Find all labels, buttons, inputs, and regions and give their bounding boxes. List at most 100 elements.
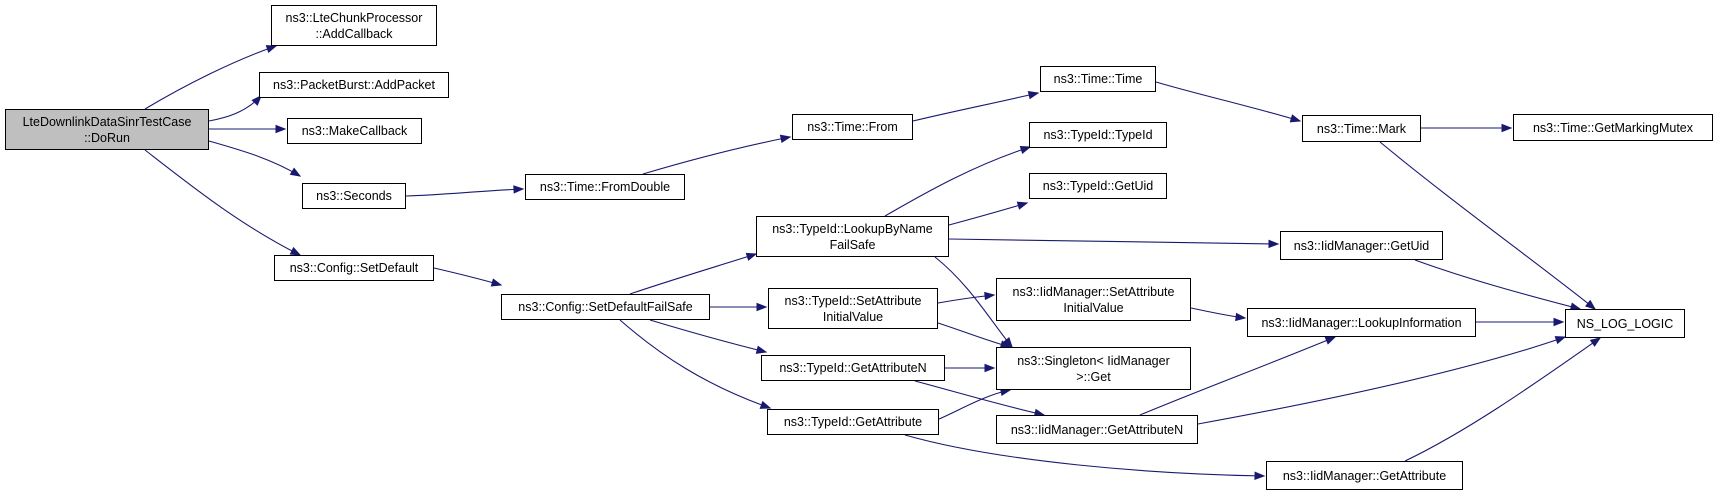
edge-arrowhead-iidgetattrn-to-lookupinfo xyxy=(1324,336,1337,345)
node-lookupbyname-line-1: ns3::TypeId::LookupByName xyxy=(772,221,933,236)
node-getattr-line-1: ns3::TypeId::GetAttribute xyxy=(783,415,923,429)
node-iidgetuid-line-1: ns3::IidManager::GetUid xyxy=(1293,238,1430,253)
node-getuid[interactable]: ns3::TypeId::GetUid xyxy=(1029,173,1167,199)
node-iidgetattr-line-1: ns3::IidManager::GetAttribute xyxy=(1282,468,1447,483)
node-mark[interactable]: ns3::Time::Mark xyxy=(1302,115,1421,142)
node-makecallback[interactable]: ns3::MakeCallback xyxy=(287,118,422,144)
node-setdefault[interactable]: ns3::Config::SetDefault xyxy=(274,255,434,281)
node-addpacket[interactable]: ns3::PacketBurst::AddPacket xyxy=(259,72,449,98)
edge-line-lookupbyname-to-iidgetuid xyxy=(948,238,1279,245)
node-setattrinit-line-1: ns3::TypeId::SetAttribute xyxy=(784,293,922,308)
node-markingmutex[interactable]: ns3::Time::GetMarkingMutex xyxy=(1513,114,1713,141)
edge-line-setdefaultfs-to-getattrn xyxy=(649,319,767,353)
node-addpacket-line-1: ns3::PacketBurst::AddPacket xyxy=(273,78,435,92)
edge-line-getattrn-to-iidgetattrn xyxy=(914,380,1045,416)
node-setattrinit[interactable]: ns3::TypeId::SetAttribute InitialValue xyxy=(768,288,938,329)
edge-arrowhead-root-to-setdefault xyxy=(289,246,302,256)
edge-line-setdefault-to-setdefaultfs xyxy=(433,267,502,286)
edge-arrowhead-getattrn-to-singleton xyxy=(984,363,996,373)
edge-line-setdefaultfs-to-lookupbyname xyxy=(629,253,757,295)
edge-line-lookupbyname-to-getuid xyxy=(948,202,1028,226)
node-root: LteDownlinkDataSinrTestCase ::DoRun xyxy=(5,109,209,150)
edge-arrowhead-time-to-mark xyxy=(1289,114,1302,123)
node-addcallback-line-1: ns3::LteChunkProcessor xyxy=(285,10,423,25)
node-nslog[interactable]: NS_LOG_LOGIC xyxy=(1565,309,1685,338)
node-setdefaultfs[interactable]: ns3::Config::SetDefaultFailSafe xyxy=(501,294,710,320)
edge-line-iidgetattrn-to-nslog xyxy=(1197,336,1566,425)
edge-seconds-to-fromdouble xyxy=(405,185,525,197)
node-fromdouble-line-1: ns3::Time::FromDouble xyxy=(539,180,671,194)
edge-arrowhead-setdefaultfs-to-setattrinit xyxy=(756,302,768,312)
edge-lookupbyname-to-typeid xyxy=(884,145,1032,217)
edge-iidgetattrn-to-lookupinfo xyxy=(1139,336,1337,416)
edge-fromdouble-to-from xyxy=(642,134,792,175)
edge-arrowhead-setdefaultfs-to-getattrn xyxy=(755,345,768,354)
node-typeid-line-1: ns3::TypeId::TypeId xyxy=(1043,128,1153,142)
node-root-line-1: LteDownlinkDataSinrTestCase xyxy=(22,114,192,129)
edge-from-to-time xyxy=(912,90,1040,122)
edge-setdefault-to-setdefaultfs xyxy=(433,267,503,287)
edge-line-root-to-addcallback xyxy=(144,45,277,110)
node-iidgetattrn[interactable]: ns3::IidManager::GetAttributeN xyxy=(996,415,1198,444)
edge-setattrinit-to-iidsetattr xyxy=(937,291,996,304)
node-typeid[interactable]: ns3::TypeId::TypeId xyxy=(1029,122,1167,148)
edge-arrowhead-setdefault-to-setdefaultfs xyxy=(490,278,503,287)
node-mark-line-1: ns3::Time::Mark xyxy=(1316,121,1407,136)
edge-line-fromdouble-to-from xyxy=(642,136,791,175)
node-root-line-2: ::DoRun xyxy=(84,130,130,145)
edge-iidgetuid-to-nslog xyxy=(1414,259,1582,311)
node-iidsetattr-line-2: InitialValue xyxy=(1063,300,1124,315)
edge-arrowhead-lookupbyname-to-typeid xyxy=(1019,145,1032,154)
edge-lookupbyname-to-getuid xyxy=(948,201,1029,226)
node-time[interactable]: ns3::Time::Time xyxy=(1040,66,1156,92)
node-addcallback-line-2: ::AddCallback xyxy=(315,26,393,41)
node-setattrinit-line-2: InitialValue xyxy=(822,309,884,324)
edge-arrowhead-iidgetattr-to-nslog xyxy=(1589,337,1602,347)
edge-line-lookupbyname-to-typeid xyxy=(884,146,1031,217)
node-time-line-1: ns3::Time::Time xyxy=(1053,72,1143,86)
edge-arrowhead-getattr-to-iidgetattr xyxy=(1254,471,1266,481)
node-singleton-line-1: ns3::Singleton< IidManager xyxy=(1017,353,1170,368)
node-fromdouble[interactable]: ns3::Time::FromDouble xyxy=(525,174,685,200)
edge-setdefaultfs-to-lookupbyname xyxy=(629,252,758,295)
node-getattrn[interactable]: ns3::TypeId::GetAttributeN xyxy=(761,355,945,381)
edge-iidgetattrn-to-nslog xyxy=(1197,336,1567,425)
edge-setdefaultfs-to-getattrn xyxy=(649,319,768,354)
node-lookupinfo[interactable]: ns3::IidManager::LookupInformation xyxy=(1247,308,1476,337)
edge-iidsetattr-to-lookupinfo xyxy=(1190,307,1247,322)
node-iidgetattr[interactable]: ns3::IidManager::GetAttribute xyxy=(1266,461,1463,490)
edge-arrowhead-from-to-time xyxy=(1027,90,1040,100)
node-getattrn-line-1: ns3::TypeId::GetAttributeN xyxy=(779,361,927,375)
edge-line-mark-to-nslog xyxy=(1379,141,1596,310)
node-seconds-line-1: ns3::Seconds xyxy=(316,189,392,203)
edge-lookupbyname-to-singleton xyxy=(934,256,1013,349)
edge-time-to-mark xyxy=(1155,81,1302,123)
edge-arrowhead-iidsetattr-to-lookupinfo xyxy=(1235,312,1247,322)
node-makecallback-line-1: ns3::MakeCallback xyxy=(301,124,408,138)
node-lookupbyname[interactable]: ns3::TypeId::LookupByName FailSafe xyxy=(756,216,949,257)
edge-arrowhead-lookupbyname-to-getuid xyxy=(1016,201,1029,210)
node-getattr[interactable]: ns3::TypeId::GetAttribute xyxy=(767,409,939,435)
edge-line-seconds-to-fromdouble xyxy=(405,188,524,197)
edge-iidgetattr-to-nslog xyxy=(1404,337,1602,462)
edge-root-to-seconds xyxy=(208,140,302,177)
node-iidsetattr[interactable]: ns3::IidManager::SetAttribute InitialVal… xyxy=(996,278,1191,321)
node-getuid-line-1: ns3::TypeId::GetUid xyxy=(1042,179,1154,193)
edge-line-time-to-mark xyxy=(1155,81,1301,122)
edge-line-lookupbyname-to-singleton xyxy=(934,256,1013,348)
node-markingmutex-line-1: ns3::Time::GetMarkingMutex xyxy=(1532,120,1693,135)
node-nslog-line-1: NS_LOG_LOGIC xyxy=(1576,316,1674,331)
node-setdefaultfs-line-1: ns3::Config::SetDefaultFailSafe xyxy=(518,300,693,314)
edge-line-getattr-to-iidgetattr xyxy=(904,434,1265,477)
node-from[interactable]: ns3::Time::From xyxy=(792,114,913,140)
edge-line-iidgetattrn-to-lookupinfo xyxy=(1139,336,1336,416)
node-addcallback[interactable]: ns3::LteChunkProcessor ::AddCallback xyxy=(271,5,437,46)
node-singleton[interactable]: ns3::Singleton< IidManager >::Get xyxy=(996,347,1191,390)
edge-arrowhead-root-to-seconds xyxy=(289,167,302,177)
edge-arrowhead-lookupbyname-to-iidgetuid xyxy=(1268,239,1280,249)
node-seconds[interactable]: ns3::Seconds xyxy=(302,183,406,209)
edge-root-to-makecallback xyxy=(209,124,287,134)
node-iidgetuid[interactable]: ns3::IidManager::GetUid xyxy=(1280,231,1443,260)
